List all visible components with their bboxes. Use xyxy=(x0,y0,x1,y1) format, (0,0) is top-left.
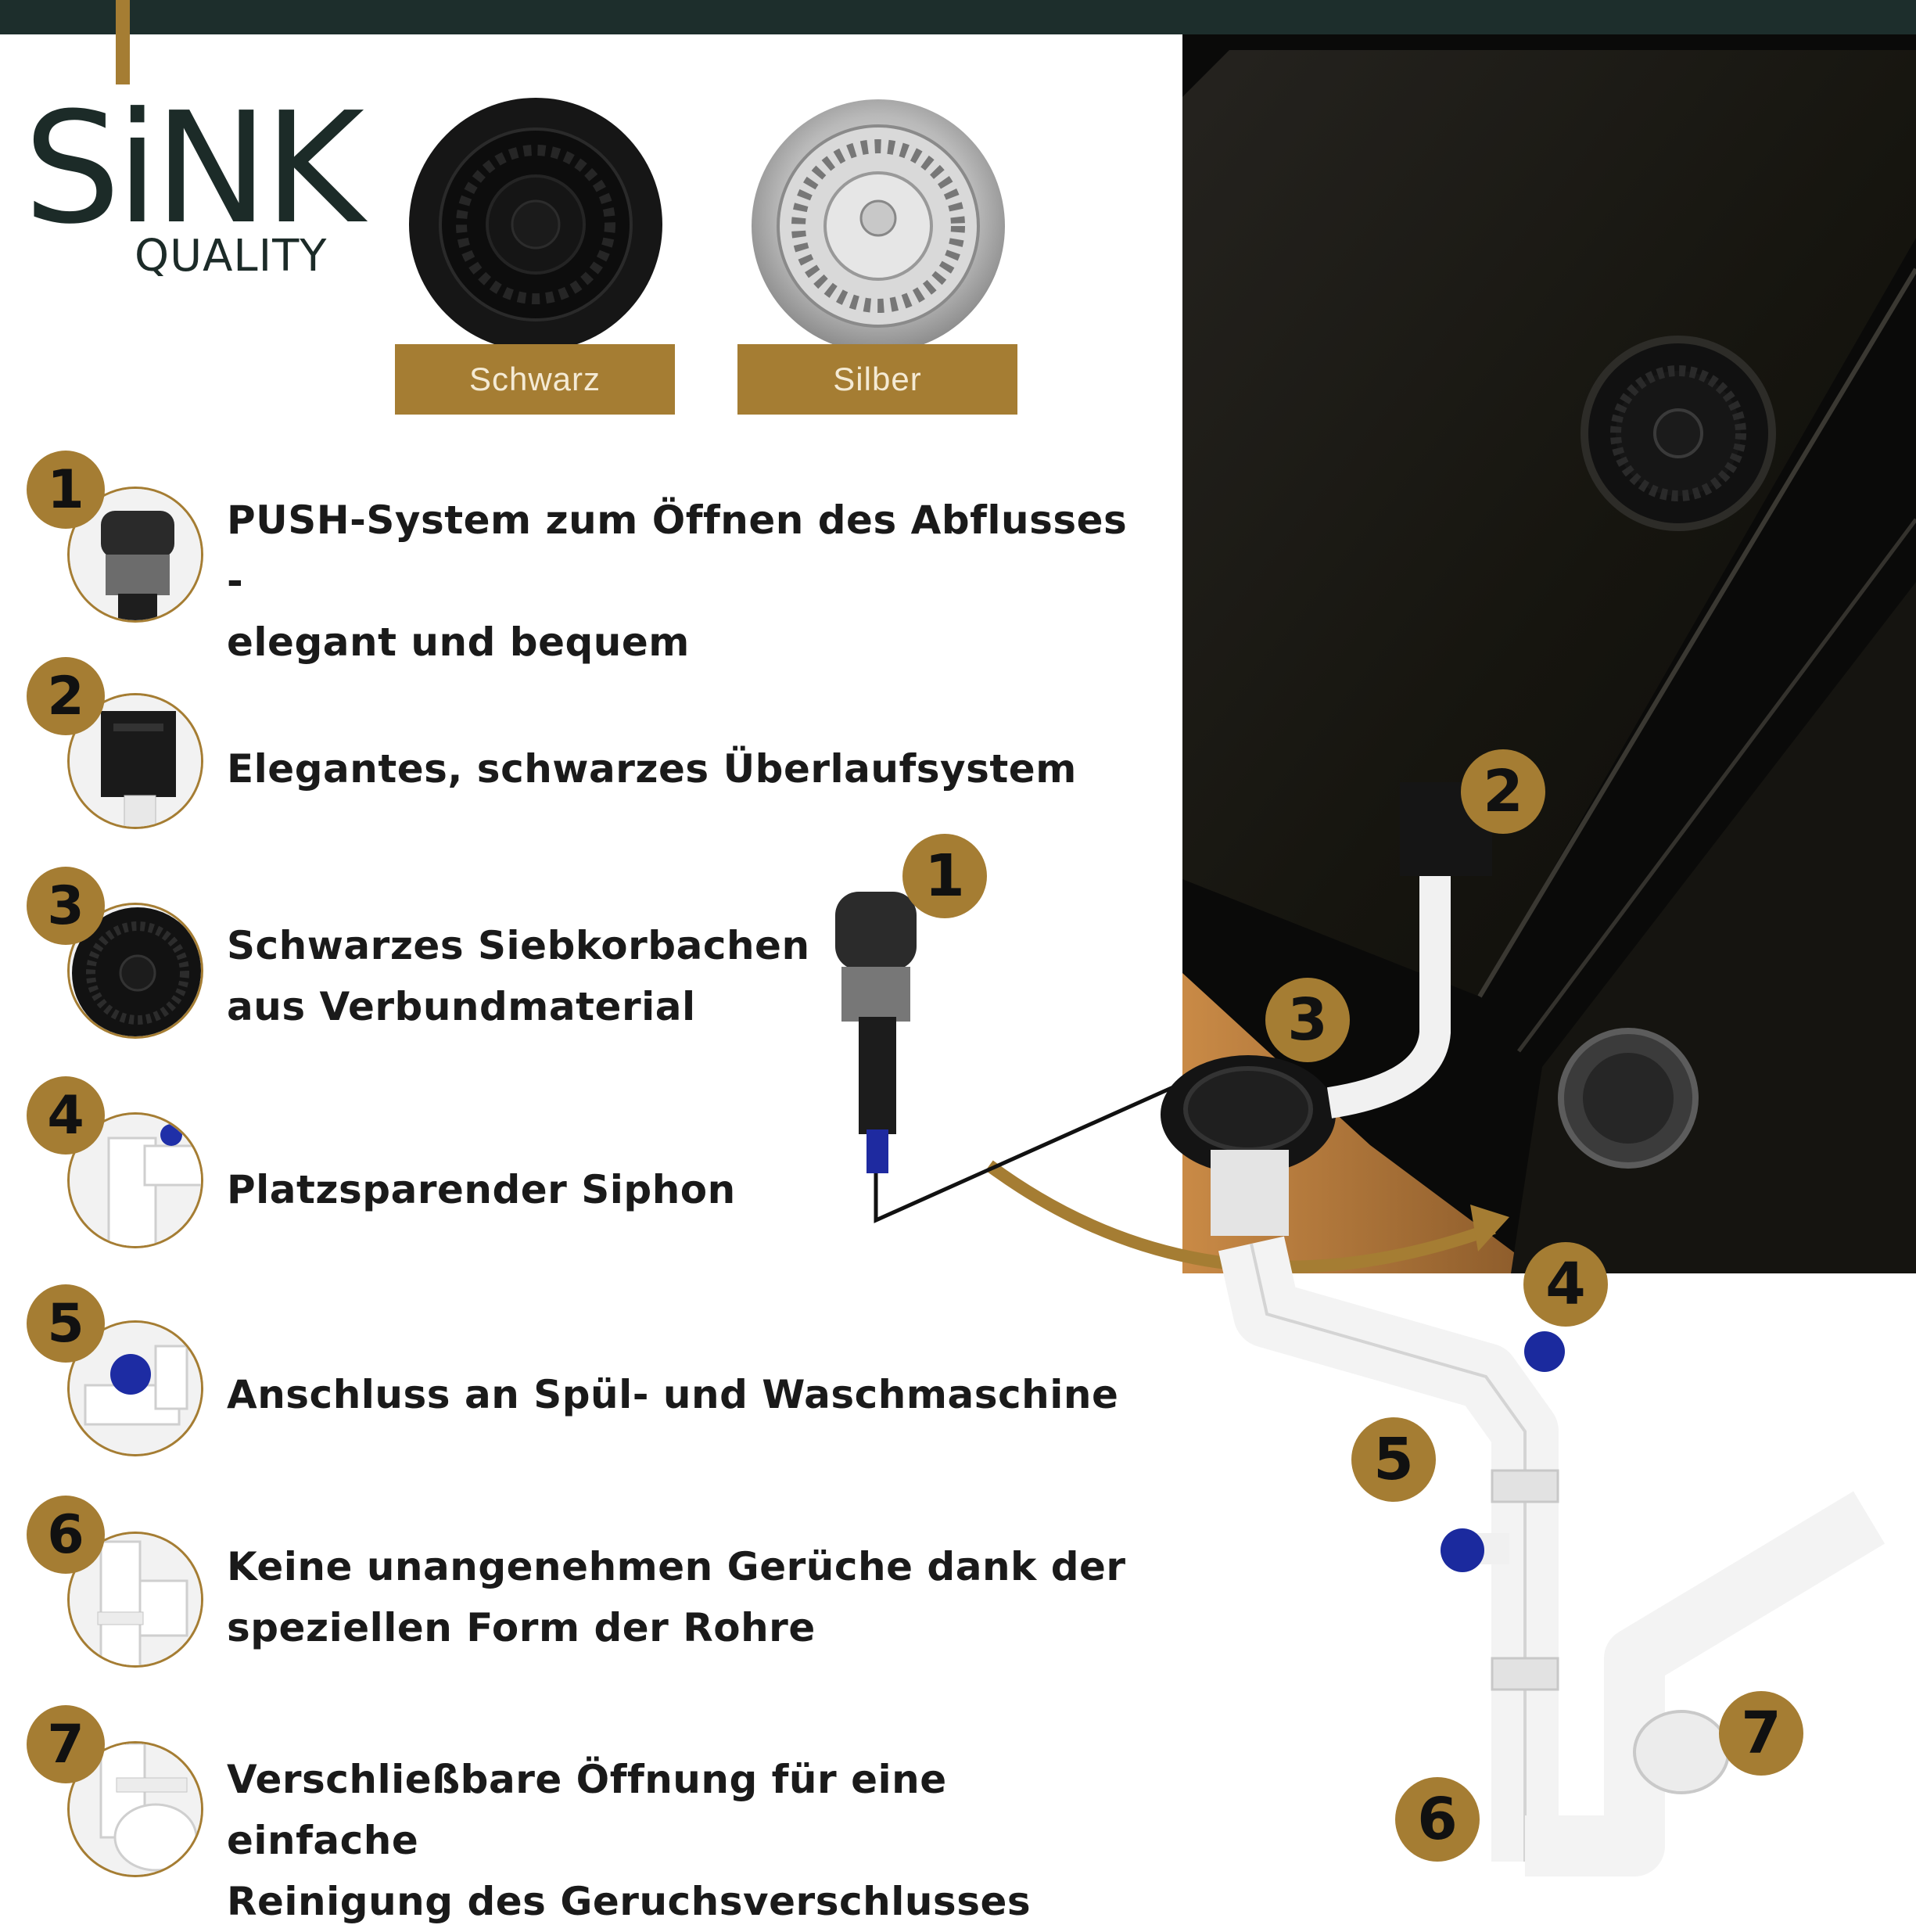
feature-text: PUSH-System zum Öffnen des Abflusses - e… xyxy=(227,490,1150,673)
feature-line: aus Verbundmaterial xyxy=(227,984,696,1029)
variant-label-black: Schwarz xyxy=(395,344,675,415)
feature-text: Platzsparender Siphon xyxy=(227,1159,1150,1220)
diagram-label-6: 6 xyxy=(1395,1777,1480,1862)
feature-line: speziellen Form der Rohre xyxy=(227,1605,816,1650)
feature-line: Verschließbare Öffnung für eine einfache xyxy=(227,1757,947,1863)
feature-line: Elegantes, schwarzes Überlaufsystem xyxy=(227,746,1077,792)
feature-text: Anschluss an Spül- und Waschmaschine xyxy=(227,1364,1150,1425)
feature-line: Anschluss an Spül- und Waschmaschine xyxy=(227,1372,1119,1417)
feature-number-badge: 2 xyxy=(27,657,105,735)
feature-line: Platzsparender Siphon xyxy=(227,1167,736,1212)
cleanout-thumbnail xyxy=(67,1741,203,1877)
feature-7: 7 Verschließbare Öffnung für eine einfac… xyxy=(0,1705,1173,1924)
brand-tagline: QUALITY xyxy=(135,231,328,282)
feature-number-badge: 6 xyxy=(27,1496,105,1574)
feature-text: Elegantes, schwarzes Überlaufsystem xyxy=(227,738,1150,799)
diagram-label-5: 5 xyxy=(1351,1417,1436,1502)
sink-photo xyxy=(1182,34,1916,1273)
feature-5: 5 Anschluss an Spül- und Waschmaschine xyxy=(0,1284,1173,1464)
feature-line: Keine unangenehmen Gerüche dank der xyxy=(227,1544,1126,1589)
feature-2: 2 Elegantes, schwarzes Überlaufsystem xyxy=(0,657,1173,837)
top-bar xyxy=(0,0,1916,34)
strainer-thumbnail xyxy=(67,903,203,1039)
black-strainer-icon xyxy=(407,95,665,354)
diagram-label-3: 3 xyxy=(1265,978,1350,1062)
accent-line xyxy=(116,0,130,84)
feature-number-badge: 3 xyxy=(27,867,105,945)
feature-line: PUSH-System zum Öffnen des Abflusses - xyxy=(227,497,1128,604)
feature-text: Keine unangenehmen Gerüche dank der spez… xyxy=(227,1536,1150,1658)
diagram-label-4: 4 xyxy=(1523,1242,1608,1327)
siphon-thumbnail xyxy=(67,1112,203,1248)
feature-line: Reinigung des Geruchsverschlusses xyxy=(227,1879,1032,1924)
overflow-thumbnail xyxy=(67,693,203,829)
silver-strainer-icon xyxy=(749,97,1007,355)
feature-number-badge: 4 xyxy=(27,1076,105,1155)
variant-label-silver: Silber xyxy=(737,344,1017,415)
feature-number-badge: 7 xyxy=(27,1705,105,1783)
feature-3: 3 Schwarzes Siebkorbachen aus Verbundmat… xyxy=(0,867,1173,1047)
feature-1: 1 PUSH-System zum Öffnen des Abflusses -… xyxy=(0,451,1173,665)
feature-number-badge: 5 xyxy=(27,1284,105,1363)
feature-number-badge: 1 xyxy=(27,451,105,529)
brand-logo: SiNK xyxy=(23,80,364,258)
feature-text: Schwarzes Siebkorbachen aus Verbundmater… xyxy=(227,915,1150,1037)
diagram-label-1: 1 xyxy=(902,834,987,918)
diagram-label-2: 2 xyxy=(1461,749,1545,834)
feature-4: 4 Platzsparender Siphon xyxy=(0,1076,1173,1256)
diagram-label-7: 7 xyxy=(1719,1691,1803,1776)
feature-line: elegant und bequem xyxy=(227,619,690,665)
feature-text: Verschließbare Öffnung für eine einfache… xyxy=(227,1749,1150,1932)
feature-line: Schwarzes Siebkorbachen xyxy=(227,923,810,968)
feature-6: 6 Keine unangenehmen Gerüche dank der sp… xyxy=(0,1496,1173,1675)
